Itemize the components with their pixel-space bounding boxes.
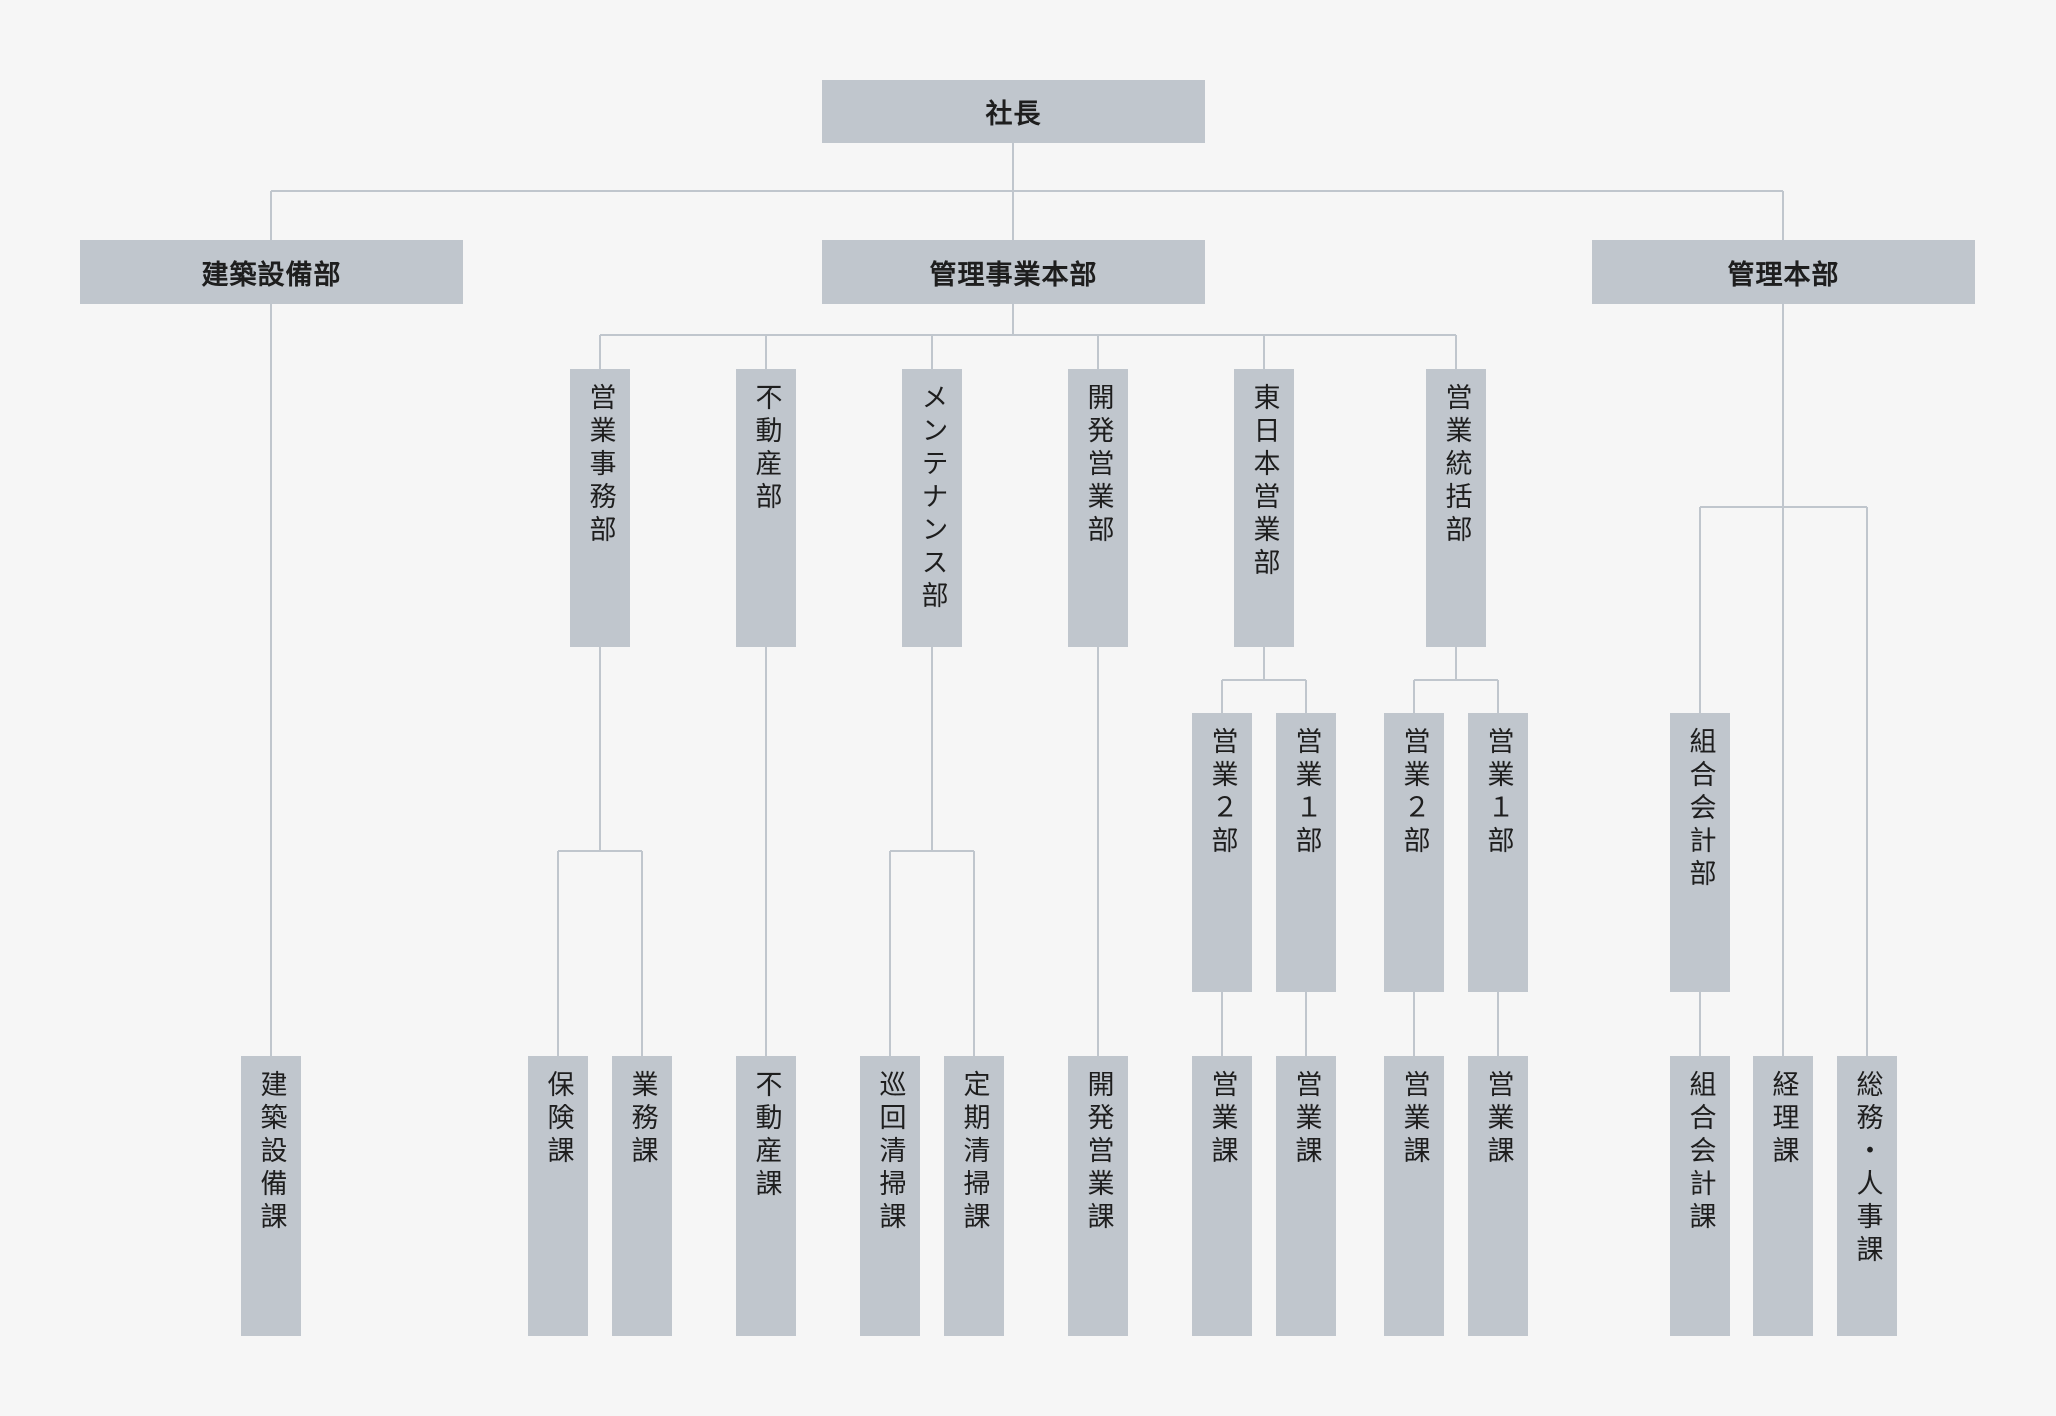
- insurance-section-label: 保険課: [542, 1070, 574, 1169]
- patrol-cleaning-section-box: 巡回清掃課: [860, 1056, 920, 1336]
- real-estate-section-label: 不動産課: [750, 1070, 782, 1202]
- dev-sales-department-box: 開発営業部: [1068, 369, 1128, 647]
- president-box: 社長: [822, 80, 1205, 143]
- east2-sales-section-label: 営業課: [1206, 1070, 1238, 1169]
- general-hr-section-box: 総務・人事課: [1837, 1056, 1897, 1336]
- int2-sales-section-box: 営業課: [1384, 1056, 1444, 1336]
- union-accounting-section-box: 組合会計課: [1670, 1056, 1730, 1336]
- east-japan-sales-department-label: 東日本営業部: [1248, 383, 1280, 581]
- real-estate-section-box: 不動産課: [736, 1056, 796, 1336]
- int-sales1-box: 営業１部: [1468, 713, 1528, 992]
- east1-sales-section-label: 営業課: [1290, 1070, 1322, 1169]
- construction-division-label: 建築設備部: [201, 259, 342, 291]
- management-business-division-box: 管理事業本部: [822, 240, 1205, 304]
- union-accounting-department-box: 組合会計部: [1670, 713, 1730, 992]
- sales-integration-department-label: 営業統括部: [1440, 383, 1472, 548]
- union-accounting-section-label: 組合会計課: [1684, 1070, 1716, 1235]
- dev-sales-section-box: 開発営業課: [1068, 1056, 1128, 1336]
- administration-division-label: 管理本部: [1727, 259, 1840, 291]
- president-label: 社長: [985, 99, 1042, 130]
- insurance-section-box: 保険課: [528, 1056, 588, 1336]
- sales-admin-department-label: 営業事務部: [584, 383, 616, 548]
- east-sales1-box: 営業１部: [1276, 713, 1336, 992]
- general-hr-section-label: 総務・人事課: [1851, 1070, 1883, 1268]
- administration-division-box: 管理本部: [1592, 240, 1975, 304]
- regular-cleaning-section-label: 定期清掃課: [958, 1070, 990, 1235]
- union-accounting-department-label: 組合会計部: [1684, 727, 1716, 892]
- dev-sales-section-label: 開発営業課: [1082, 1070, 1114, 1235]
- patrol-cleaning-section-label: 巡回清掃課: [874, 1070, 906, 1235]
- accounting-section-box: 経理課: [1753, 1056, 1813, 1336]
- real-estate-department-label: 不動産部: [750, 383, 782, 515]
- east1-sales-section-box: 営業課: [1276, 1056, 1336, 1336]
- construction-division-box: 建築設備部: [80, 240, 463, 304]
- real-estate-department-box: 不動産部: [736, 369, 796, 647]
- east2-sales-section-box: 営業課: [1192, 1056, 1252, 1336]
- sales-admin-department-box: 営業事務部: [570, 369, 630, 647]
- business-section-label: 業務課: [626, 1070, 658, 1169]
- int1-sales-section-label: 営業課: [1482, 1070, 1514, 1169]
- int-sales2-label: 営業２部: [1398, 727, 1430, 859]
- construction-section-box: 建築設備課: [241, 1056, 301, 1336]
- sales-integration-department-box: 営業統括部: [1426, 369, 1486, 647]
- business-section-box: 業務課: [612, 1056, 672, 1336]
- east-sales1-label: 営業１部: [1290, 727, 1322, 859]
- construction-section-label: 建築設備課: [255, 1070, 287, 1235]
- east-sales2-box: 営業２部: [1192, 713, 1252, 992]
- regular-cleaning-section-box: 定期清掃課: [944, 1056, 1004, 1336]
- int-sales2-box: 営業２部: [1384, 713, 1444, 992]
- east-japan-sales-department-box: 東日本営業部: [1234, 369, 1294, 647]
- accounting-section-label: 経理課: [1767, 1070, 1799, 1169]
- maintenance-department-box: メンテナンス部: [902, 369, 962, 647]
- management-business-division-label: 管理事業本部: [929, 259, 1098, 291]
- east-sales2-label: 営業２部: [1206, 727, 1238, 859]
- int2-sales-section-label: 営業課: [1398, 1070, 1430, 1169]
- maintenance-department-label: メンテナンス部: [916, 383, 948, 614]
- int1-sales-section-box: 営業課: [1468, 1056, 1528, 1336]
- int-sales1-label: 営業１部: [1482, 727, 1514, 859]
- dev-sales-department-label: 開発営業部: [1082, 383, 1114, 548]
